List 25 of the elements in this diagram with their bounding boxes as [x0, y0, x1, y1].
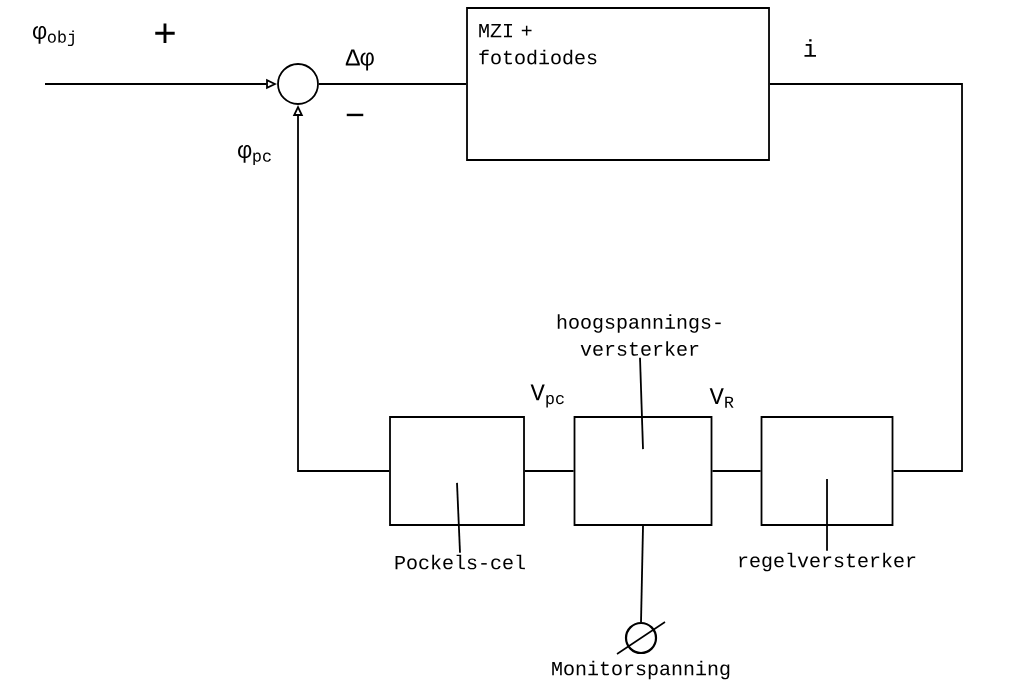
edge-label: V$_{pc}$: [530, 384, 564, 408]
process-box: MZI + fotodiodes: [466, 7, 770, 161]
connector-line: [711, 470, 762, 472]
connector-line: [640, 525, 644, 623]
edge-label: φ$_{obj}$: [33, 25, 74, 47]
edge-label: i: [804, 39, 816, 57]
edge-label: V$_{R}$: [709, 388, 734, 408]
sign-label: −: [346, 113, 364, 117]
process-box: [760, 416, 894, 526]
part-label: hoogspannings- versterker: [557, 314, 721, 356]
sign-label: +: [155, 23, 175, 44]
leader-line: [639, 356, 644, 450]
part-label: Pockels-cel: [395, 554, 525, 570]
process-box: [389, 416, 525, 526]
node-caption: Monitorspanning: [552, 660, 730, 680]
connector-line: [769, 83, 963, 472]
part-label: regelversterker: [739, 552, 916, 572]
leader-line: [456, 482, 461, 554]
connector-line: [318, 83, 467, 85]
connector-line: [524, 470, 575, 472]
summing-junction: [277, 63, 319, 105]
edge-label: Δφ: [345, 49, 374, 71]
process-box: [573, 416, 713, 526]
edge-label: φ$_{pc}$: [238, 144, 271, 166]
leader-line: [826, 478, 828, 552]
